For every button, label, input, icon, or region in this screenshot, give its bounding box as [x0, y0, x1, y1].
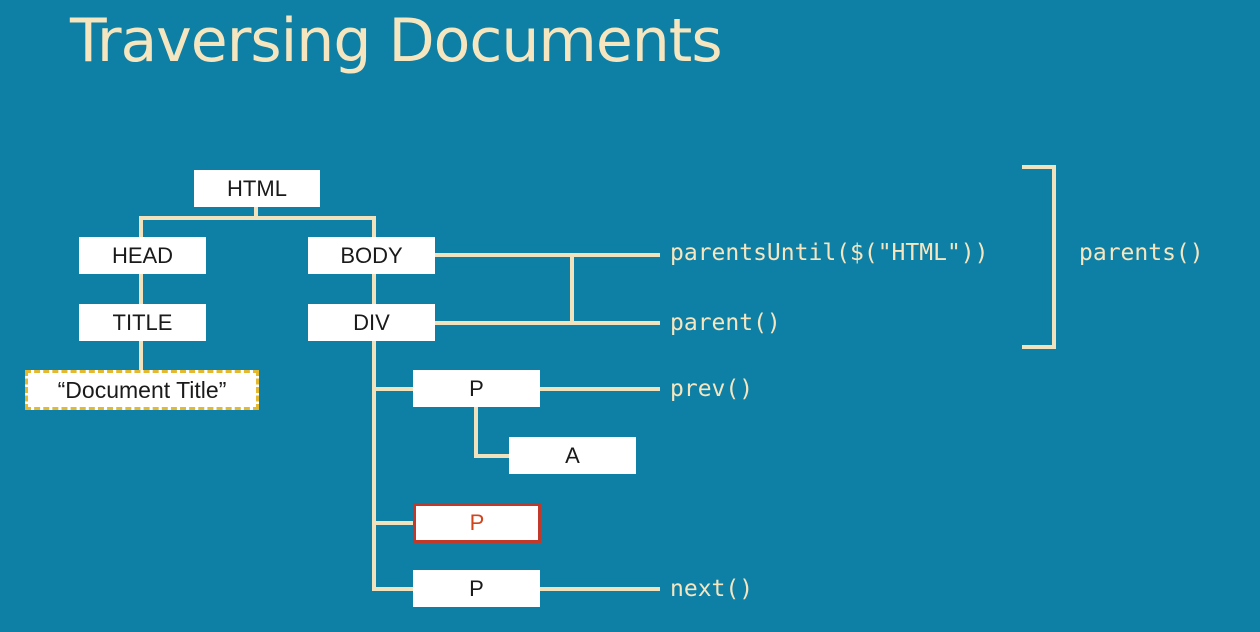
pointer-bracket-join — [570, 253, 574, 325]
slide-title: Traversing Documents — [70, 6, 723, 76]
connector-title-text — [139, 341, 143, 370]
pointer-body-parentsuntil — [435, 253, 660, 257]
pointer-p-prev — [540, 387, 660, 391]
connector-p-a-horizontal — [474, 454, 509, 458]
connector-p-a-vertical — [474, 407, 478, 458]
method-parent: parent() — [670, 310, 781, 336]
node-a: A — [509, 437, 636, 474]
parents-bracket — [1022, 165, 1056, 349]
pointer-p-next — [540, 587, 660, 591]
node-p-selected: P — [413, 503, 541, 543]
node-p-prev: P — [413, 370, 540, 407]
node-title: TITLE — [79, 304, 206, 341]
connector-to-p-prev — [372, 387, 413, 391]
method-next: next() — [670, 576, 754, 602]
node-head: HEAD — [79, 237, 206, 274]
connector-div-children — [372, 341, 376, 591]
connector-html-stem — [254, 206, 258, 220]
method-prev: prev() — [670, 376, 754, 402]
node-p-next: P — [413, 570, 540, 607]
node-div: DIV — [308, 304, 435, 341]
method-parents: parents() — [1079, 240, 1204, 266]
node-body: BODY — [308, 237, 435, 274]
node-text-document-title: “Document Title” — [25, 370, 259, 410]
connector-to-p-selected — [372, 521, 413, 525]
connector-body-div — [372, 274, 376, 304]
pointer-div-parent — [435, 321, 660, 325]
connector-head-title — [139, 274, 143, 304]
connector-html-branch — [139, 216, 376, 220]
method-parents-until: parentsUntil($("HTML")) — [670, 240, 989, 266]
node-html: HTML — [194, 170, 320, 207]
connector-head-stem — [139, 216, 143, 238]
connector-body-stem — [372, 216, 376, 238]
connector-to-p-next — [372, 587, 413, 591]
